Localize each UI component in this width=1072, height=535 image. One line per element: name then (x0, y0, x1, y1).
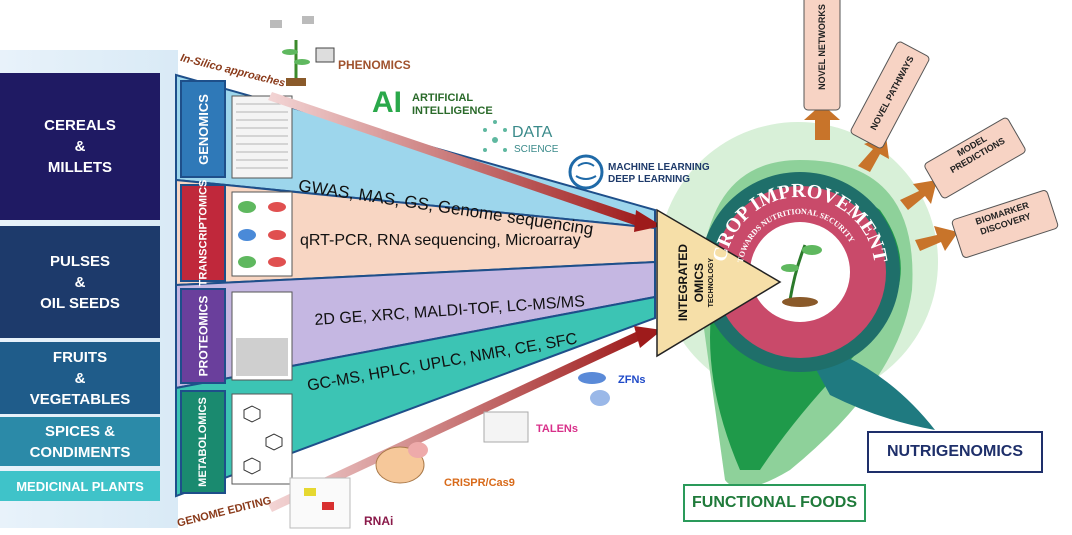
data-science-subtitle: SCIENCE (514, 144, 559, 155)
in-silico-arrowhead (634, 210, 662, 232)
genome-editing-arrow (268, 330, 645, 512)
zfns-label: ZFNs (618, 374, 646, 386)
nutrigenomics-box: NUTRIGENOMICS (867, 431, 1043, 473)
omics-tab-transcriptomics: TRANSCRIPTOMICS (180, 180, 226, 286)
outcome-arrows (804, 104, 958, 251)
metabolomics-thumbnail (231, 393, 293, 485)
transcriptomics-techniques: qRT-PCR, RNA sequencing, Microarray (300, 232, 581, 249)
data-science-title: DATA (512, 124, 553, 141)
ml-dl-label: MACHINE LEARNING DEEP LEARNING (608, 162, 710, 185)
transcriptomics-thumbnail-plots (238, 201, 286, 268)
phenomics-icon (270, 16, 335, 86)
in-silico-arrow (268, 92, 645, 227)
outcome-novel-networks: NOVEL NETWORKS (817, 4, 827, 90)
crop-box-spices: SPICES & CONDIMENTS (0, 417, 160, 466)
talens-icon (483, 411, 529, 443)
talens-label: TALENs (536, 423, 578, 435)
integrated-omics-label: INTEGRATED OMICS TECHNOLOGY (660, 232, 730, 334)
integrated-word: INTEGRATED (675, 244, 690, 322)
rnai-icon (289, 477, 351, 529)
omics-tab-transcriptomics-label: TRANSCRIPTOMICS (197, 179, 209, 287)
crop-box-medicinal: MEDICINAL PLANTS (0, 471, 160, 501)
crop-improvement-center (750, 222, 850, 322)
omics-tab-metabolomics-label: METABOLOMICS (197, 397, 209, 487)
genomics-thumbnail-lines (236, 103, 288, 169)
crispr-icon (375, 442, 428, 484)
technology-word: TECHNOLOGY (707, 258, 715, 308)
crispr-label: CRISPR/Cas9 (444, 477, 515, 489)
genome-editing-arrowhead (634, 326, 662, 348)
phenomics-label: PHENOMICS (338, 58, 411, 72)
omics-tab-genomics: GENOMICS (180, 80, 226, 178)
integrated-omics-triangle (656, 208, 782, 358)
genomics-thumbnail (231, 95, 293, 179)
brain-icon (568, 154, 604, 190)
seedling-leaf (802, 245, 822, 255)
metabolomics-band (175, 295, 656, 498)
zfns-icon (578, 372, 610, 406)
crop-box-cereals: CEREALS & MILLETS (0, 73, 160, 220)
metabolomics-structures (243, 405, 283, 475)
crop-box-fruits: FRUITS & VEGETABLES (0, 342, 160, 414)
crop-box-pulses: PULSES & OIL SEEDS (0, 226, 160, 338)
rnai-label: RNAi (364, 514, 394, 528)
omics-tab-metabolomics: METABOLOMICS (180, 390, 226, 494)
seedling-leaf-2 (781, 264, 799, 272)
functional-foods-box: FUNCTIONAL FOODS (683, 484, 866, 522)
ai-logo: AI (372, 86, 402, 119)
omics-tab-genomics-label: GENOMICS (195, 93, 211, 165)
ai-text: ARTIFICIAL INTELLIGENCE (412, 92, 493, 117)
omics-word: OMICS (691, 263, 706, 303)
proteomics-gel (236, 338, 288, 376)
seedling-soil (782, 297, 818, 307)
data-science-icon (483, 120, 507, 152)
outcome-boxes (803, 0, 1059, 258)
omics-tab-proteomics-label: PROTEOMICS (196, 295, 211, 377)
omics-tab-proteomics: PROTEOMICS (180, 288, 226, 384)
